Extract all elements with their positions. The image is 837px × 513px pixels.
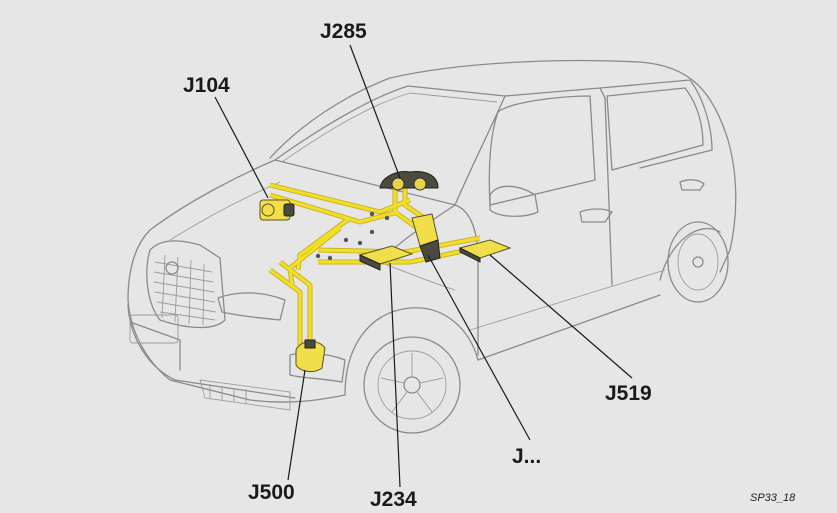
component-j234-airbag-unit bbox=[358, 245, 414, 271]
figure-code: SP33_18 bbox=[750, 492, 796, 504]
car-outline bbox=[127, 59, 737, 434]
leader-lines bbox=[214, 44, 633, 488]
component-j519-body-module bbox=[458, 239, 512, 263]
component-j104-abs-unit bbox=[259, 199, 295, 221]
label-j519: J519 bbox=[605, 382, 652, 405]
label-j285: J285 bbox=[320, 20, 367, 43]
label-j-truncated: J... bbox=[512, 445, 541, 468]
component-gateway-module bbox=[411, 213, 441, 263]
label-j500: J500 bbox=[248, 481, 295, 504]
component-j285-instrument-cluster bbox=[379, 171, 439, 191]
label-j104: J104 bbox=[183, 74, 230, 97]
component-j500-steering-unit bbox=[295, 339, 326, 373]
label-j234: J234 bbox=[370, 488, 417, 511]
